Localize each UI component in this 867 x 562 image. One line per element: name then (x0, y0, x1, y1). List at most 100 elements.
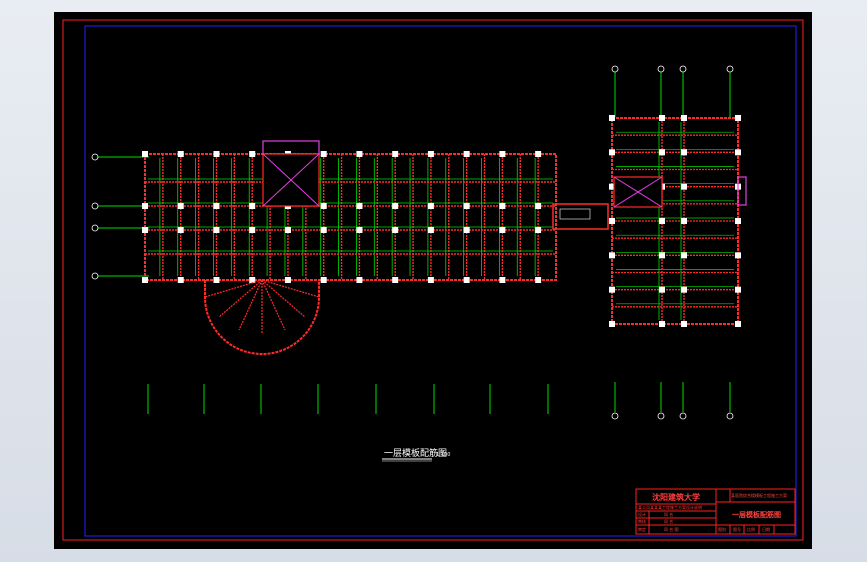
axis-bubble (726, 65, 734, 73)
column (177, 277, 184, 283)
column (735, 252, 741, 259)
column (499, 277, 506, 283)
tb-row-value: 同 名 (664, 511, 673, 517)
column (320, 227, 327, 233)
radial-beam (261, 279, 286, 331)
radial-beam (261, 279, 320, 298)
column (427, 277, 434, 283)
axis-bubble (657, 65, 665, 73)
axis-lines (91, 65, 734, 420)
column (177, 227, 184, 233)
radial-beam (238, 279, 263, 331)
outer-frame (62, 19, 804, 541)
column (499, 151, 506, 157)
column (735, 149, 741, 156)
column (659, 286, 665, 293)
drawing-scale: 1:100 (436, 452, 450, 458)
column (356, 203, 363, 209)
column (681, 183, 687, 190)
tb-meta: 图别 (718, 526, 726, 532)
column (213, 277, 220, 283)
column (609, 218, 615, 224)
column (609, 115, 615, 121)
column (392, 151, 399, 157)
inner-frame (84, 25, 797, 537)
column (535, 151, 542, 157)
axis-bubble (91, 272, 99, 280)
right-building-plan (609, 115, 747, 327)
axis-bubble (679, 412, 687, 420)
column (659, 115, 665, 121)
column (142, 151, 148, 157)
column (463, 151, 470, 157)
column (249, 203, 256, 209)
tb-meta: 日期 (762, 526, 770, 532)
drawing-main-title: 一层模板配筋图 (384, 447, 447, 459)
tb-row-value: 同 名 图 (664, 526, 679, 532)
column (735, 115, 741, 121)
stair-cross (262, 153, 320, 207)
tb-row-value: 同 名 (664, 518, 673, 524)
tb-row-label: 审定 (638, 526, 646, 532)
column (609, 286, 615, 293)
stair-cross (613, 176, 663, 208)
tb-row-label: 设计 (638, 511, 646, 517)
column (681, 218, 687, 224)
column (735, 286, 741, 293)
axis-bubble (679, 65, 687, 73)
tb-meta: 比例 (747, 526, 755, 532)
column (142, 203, 148, 209)
column (427, 203, 434, 209)
column (356, 277, 363, 283)
column (681, 115, 687, 121)
column (535, 277, 542, 283)
column (659, 321, 665, 327)
axis-bubble (91, 202, 99, 210)
column (320, 277, 327, 283)
column (213, 203, 220, 209)
column (284, 277, 291, 283)
semicircle-hall (204, 280, 320, 355)
drawing-sheet: 一层模板配筋图 1:100 沈阳建筑大学 某公司某某某工程施工方案设计说明 某医… (54, 12, 812, 549)
column (659, 218, 665, 224)
column (213, 151, 220, 157)
title-block: 沈阳建筑大学 某公司某某某工程施工方案设计说明 某医院综合楼模板工程施工方案 一… (635, 488, 796, 535)
column (427, 227, 434, 233)
left-building-plan (142, 140, 609, 355)
title-university: 沈阳建筑大学 (652, 492, 700, 502)
tb-row-label: 审核 (638, 518, 646, 524)
column (392, 203, 399, 209)
radial-beam (204, 279, 263, 298)
column (392, 227, 399, 233)
axis-bubble (726, 412, 734, 420)
column (356, 227, 363, 233)
column (249, 277, 256, 283)
title-drawing-name: 一层模板配筋图 (732, 510, 781, 519)
cad-drawing: 一层模板配筋图 1:100 沈阳建筑大学 某公司某某某工程施工方案设计说明 某医… (62, 19, 804, 541)
column (681, 149, 687, 156)
stair-hatch (262, 140, 320, 155)
column (284, 227, 291, 233)
corridor-label-box (559, 208, 591, 220)
axis-bubble (91, 224, 99, 232)
column (356, 151, 363, 157)
column (177, 151, 184, 157)
axis-bubble (611, 65, 619, 73)
column (392, 277, 399, 283)
column (249, 227, 256, 233)
column (463, 227, 470, 233)
column (659, 149, 665, 156)
column (609, 149, 615, 156)
column (499, 203, 506, 209)
column (427, 151, 434, 157)
column (463, 277, 470, 283)
column (535, 203, 542, 209)
column (142, 277, 148, 283)
tb-meta: 图号 (733, 526, 741, 532)
radial-beam (218, 279, 263, 318)
column (320, 151, 327, 157)
column (249, 151, 256, 157)
column (609, 321, 615, 327)
column (609, 252, 615, 259)
title-subtitle: 某公司某某某工程施工方案设计说明 (638, 504, 702, 510)
